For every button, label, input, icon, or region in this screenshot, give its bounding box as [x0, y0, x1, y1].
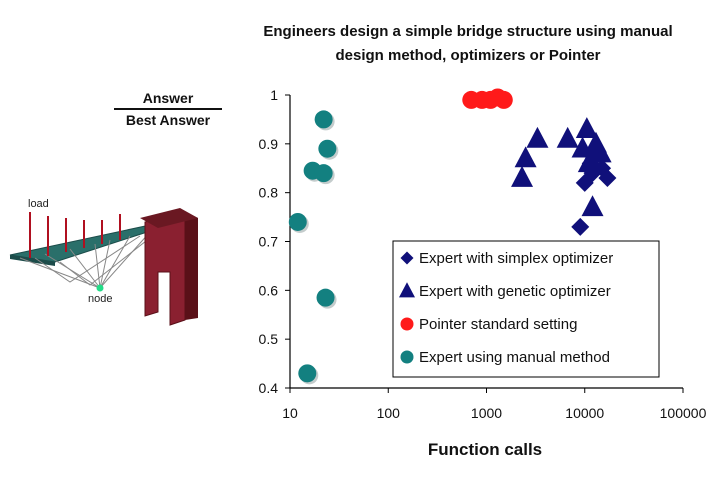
- y-axis-label-denominator: Best Answer: [125, 112, 211, 128]
- bridge-tower-top: [140, 208, 198, 228]
- y-tick-label: 0.7: [259, 234, 279, 250]
- data-point: [577, 151, 600, 173]
- data-point: [318, 139, 337, 158]
- legend-label: Expert using manual method: [419, 349, 610, 366]
- x-tick-label: 10000: [565, 405, 604, 421]
- x-axis-ticks: 10 100 1000 10000 100000: [282, 388, 707, 421]
- data-point: [511, 165, 534, 187]
- data-point: [314, 164, 333, 183]
- x-tick-label: 100: [377, 405, 401, 421]
- y-tick-label: 0.8: [259, 185, 279, 201]
- data-point: [494, 90, 513, 109]
- load-label: load: [28, 198, 49, 210]
- series-3: [288, 110, 339, 385]
- node-label: node: [88, 293, 112, 305]
- series-2: [462, 88, 513, 109]
- legend-marker: [400, 350, 414, 364]
- data-point: [575, 117, 598, 138]
- y-axis-label: Answer Best Answer: [108, 90, 228, 128]
- data-point: [581, 195, 604, 217]
- legend-label: Pointer standard setting: [419, 316, 577, 333]
- data-point: [598, 169, 617, 188]
- legend-marker: [400, 251, 414, 265]
- x-tick-label: 10: [282, 405, 298, 421]
- data-point: [314, 110, 333, 129]
- series-1: [511, 117, 612, 217]
- y-tick-label: 0.5: [259, 331, 279, 347]
- data-point: [571, 217, 590, 236]
- load-arrows: [29, 212, 121, 258]
- legend-label: Expert with simplex optimizer: [419, 250, 613, 267]
- legend-box: [392, 240, 660, 378]
- data-point: [514, 146, 537, 168]
- x-tick-label: 1000: [471, 405, 502, 421]
- y-tick-label: 0.4: [259, 380, 279, 396]
- y-tick-label: 0.6: [259, 282, 279, 298]
- y-axis-ticks: 0.4 0.5 0.6 0.7 0.8 0.9 1: [259, 87, 290, 396]
- bridge-deck-edge: [10, 255, 55, 266]
- data-point: [298, 364, 317, 383]
- data-point: [526, 126, 549, 148]
- data-point: [288, 212, 307, 231]
- legend-marker: [400, 317, 414, 331]
- y-axis-label-numerator: Answer: [114, 90, 222, 110]
- y-tick-label: 0.9: [259, 136, 279, 152]
- x-axis-label: Function calls: [427, 440, 543, 459]
- y-tick-label: 1: [270, 87, 278, 103]
- data-point: [589, 141, 612, 163]
- chart-title: Engineers design a simple bridge structu…: [263, 23, 673, 64]
- bridge-illustration: load node: [9, 198, 198, 326]
- data-point: [316, 288, 335, 307]
- x-tick-label: 100000: [660, 405, 707, 421]
- node-marker: [96, 284, 104, 292]
- data-points: [288, 88, 617, 385]
- bridge-tower-face: [144, 211, 186, 326]
- legend-label: Expert with genetic optimizer: [419, 283, 611, 300]
- bridge-tower-side: [185, 212, 198, 320]
- data-point: [556, 126, 579, 148]
- legend-marker: [399, 282, 415, 298]
